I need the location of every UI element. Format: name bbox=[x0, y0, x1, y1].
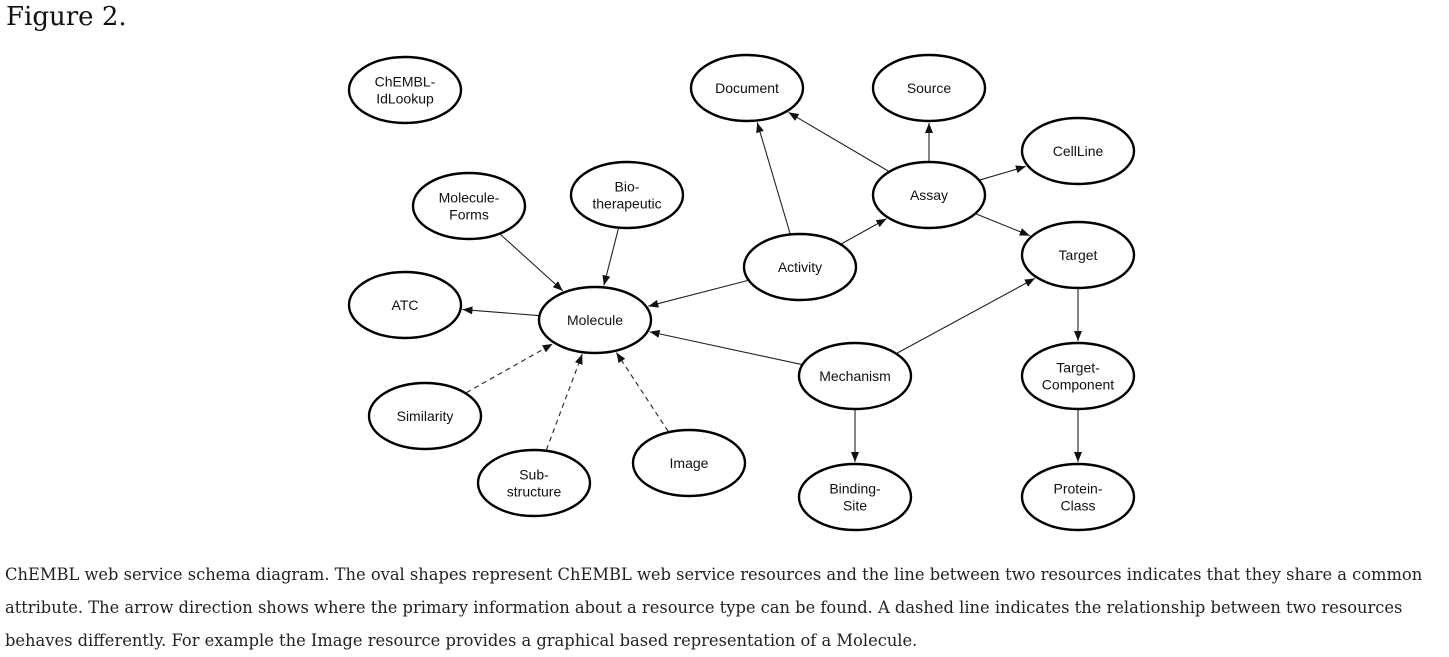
node-oval bbox=[347, 270, 463, 340]
edge-biotherapeutic-to-molecule bbox=[602, 228, 619, 286]
edge-activity-to-document bbox=[756, 122, 791, 234]
edge-assay-to-cellline bbox=[979, 165, 1027, 181]
node-oval bbox=[1020, 116, 1136, 186]
node-cellline: CellLine bbox=[1020, 116, 1136, 186]
node-target: Target bbox=[1020, 220, 1136, 290]
edge-similarity-to-molecule bbox=[466, 343, 553, 394]
node-oval bbox=[689, 53, 805, 123]
node-label: Molecule- bbox=[439, 190, 500, 206]
node-label: Source bbox=[907, 80, 952, 96]
node-label: Molecule bbox=[567, 312, 623, 328]
edge-image-to-molecule bbox=[615, 352, 669, 432]
edge-activity-to-assay bbox=[841, 218, 887, 245]
node-label: Activity bbox=[778, 259, 822, 275]
node-oval bbox=[347, 55, 463, 125]
node-oval bbox=[871, 53, 987, 123]
node-label: Target- bbox=[1056, 360, 1100, 376]
node-label: Forms bbox=[449, 207, 489, 223]
node-label: Bio- bbox=[615, 179, 640, 195]
node-oval bbox=[797, 341, 913, 411]
node-label: Image bbox=[670, 455, 709, 471]
node-similarity: Similarity bbox=[367, 381, 483, 451]
node-mechanism: Mechanism bbox=[797, 341, 913, 411]
node-oval bbox=[797, 462, 913, 532]
node-protein-class: Protein-Class bbox=[1020, 462, 1136, 532]
node-oval bbox=[411, 171, 527, 241]
node-molecule: Molecule bbox=[537, 285, 653, 355]
node-oval bbox=[476, 448, 592, 518]
edge-molecule-to-atc bbox=[462, 306, 539, 317]
node-oval bbox=[537, 285, 653, 355]
node-assay: Assay bbox=[871, 160, 987, 230]
figure-caption: ChEMBL web service schema diagram. The o… bbox=[5, 565, 1423, 650]
node-molecule-forms: Molecule-Forms bbox=[411, 171, 527, 241]
node-label: ChEMBL- bbox=[375, 74, 436, 90]
node-label: therapeutic bbox=[592, 196, 661, 212]
nodes-layer: ChEMBL-IdLookup Document SourceCellLineAss… bbox=[347, 53, 1136, 532]
edge-assay-to-document bbox=[788, 111, 889, 172]
node-activity: Activity bbox=[742, 232, 858, 302]
node-label: Assay bbox=[910, 187, 948, 203]
edge-substructure-to-molecule bbox=[545, 353, 583, 451]
node-label: Similarity bbox=[397, 408, 454, 424]
node-image: Image bbox=[631, 428, 747, 498]
node-oval bbox=[367, 381, 483, 451]
node-label: Component bbox=[1042, 377, 1114, 393]
node-label: CellLine bbox=[1053, 143, 1104, 159]
edge-mechanism-to-target bbox=[896, 277, 1036, 354]
schema-diagram: ChEMBL-IdLookup Document SourceCellLineAss… bbox=[347, 53, 1136, 532]
edge-mechanism-to-molecule bbox=[649, 329, 802, 365]
node-label: Protein- bbox=[1053, 481, 1102, 497]
node-label: IdLookup bbox=[376, 91, 434, 107]
node-label: Mechanism bbox=[819, 368, 891, 384]
figure-label: Figure 2. bbox=[6, 2, 127, 32]
edge-activity-to-molecule bbox=[648, 279, 748, 308]
node-label: Sub- bbox=[519, 467, 549, 483]
node-label: Class bbox=[1060, 498, 1095, 514]
node-source: Source bbox=[871, 53, 987, 123]
node-oval bbox=[631, 428, 747, 498]
edge-assay-to-target bbox=[976, 213, 1030, 237]
node-atc: ATC bbox=[347, 270, 463, 340]
node-biotherapeutic: Bio-therapeutic bbox=[569, 160, 685, 230]
node-chembl-idlookup: ChEMBL-IdLookup bbox=[347, 55, 463, 125]
node-label: structure bbox=[507, 484, 562, 500]
node-document: Document bbox=[689, 53, 805, 123]
node-oval bbox=[1020, 220, 1136, 290]
edge-molecule-forms-to-molecule bbox=[500, 233, 564, 292]
node-oval bbox=[1020, 341, 1136, 411]
node-oval bbox=[1020, 462, 1136, 532]
node-target-component: Target-Component bbox=[1020, 341, 1136, 411]
node-label: Site bbox=[843, 498, 867, 514]
node-label: Target bbox=[1059, 247, 1098, 263]
node-oval bbox=[742, 232, 858, 302]
node-label: Document bbox=[715, 80, 779, 96]
edges-layer bbox=[462, 111, 1082, 462]
node-label: Binding- bbox=[829, 481, 881, 497]
node-oval bbox=[871, 160, 987, 230]
node-label: ATC bbox=[392, 297, 419, 313]
node-substructure: Sub-structure bbox=[476, 448, 592, 518]
node-oval bbox=[569, 160, 685, 230]
node-binding-site: Binding-Site bbox=[797, 462, 913, 532]
